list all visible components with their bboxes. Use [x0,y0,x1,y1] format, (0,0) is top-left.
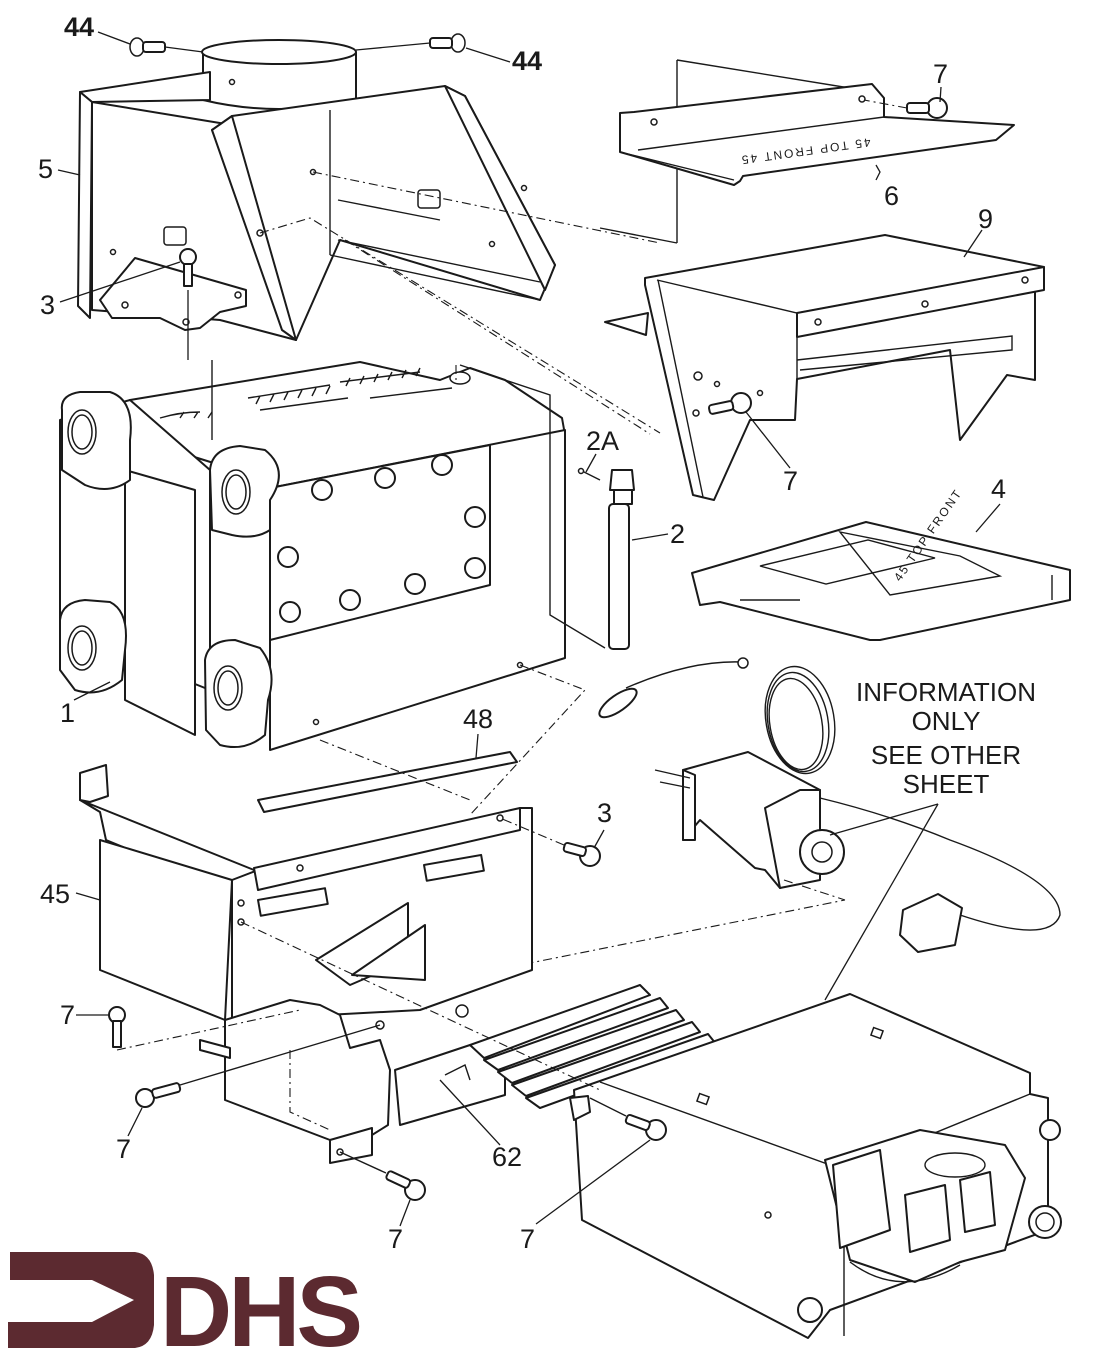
screw-7-left-a [108,1006,301,1051]
callouts: 44 44 5 3 7 6 9 7 2A 2 4 1 48 3 45 7 7 [38,12,1006,1254]
combustion-chamber-part-45 [79,764,533,1021]
information-only-note: INFORMATION ONLY SEE OTHER SHEET [856,677,1036,799]
screw-44-right [355,33,466,53]
note-line-2: ONLY [912,706,981,736]
dhs-logo: DHS [8,1252,363,1356]
note-line-1: INFORMATION [856,677,1036,707]
callout-4: 4 [991,474,1006,504]
callout-44-right: 44 [512,46,542,76]
baffle-tray-part-4: 45 TOP FRONT [691,486,1071,641]
callout-1: 1 [60,698,75,728]
callout-7-left-a: 7 [60,1000,75,1030]
control-thermostat [244,657,1061,1021]
callout-62: 62 [492,1142,522,1172]
assembly-line [344,239,651,435]
screw-7-baffle [707,392,752,415]
note-leader [829,803,939,836]
flue-hood-part-5 [77,39,556,341]
assembly-line [319,739,471,801]
callout-2A: 2A [586,426,619,456]
seal-strip-part-48 [257,751,518,813]
burner-tray-part-62 [199,999,506,1164]
assembly-line [312,171,661,244]
callout-5: 5 [38,154,53,184]
cover-bolts [277,454,486,623]
callout-7-bottom: 7 [388,1224,403,1254]
screw-3-top [179,248,197,360]
assembly-line [469,664,586,816]
callout-7-left-b: 7 [116,1134,131,1164]
callout-2: 2 [670,519,685,549]
screw-3-mid [499,817,601,867]
logo-text: DHS [160,1256,359,1356]
note-line-3: SEE OTHER [871,740,1021,770]
screw-7-top [863,97,948,119]
callout-7-top: 7 [933,59,948,89]
retaining-clip-part-2A [577,467,601,481]
callout-3-mid: 3 [597,798,612,828]
baffle-plate-part-6: 45 TOP FRONT 45 [599,59,1015,244]
thermostat-pocket-part-2 [608,469,635,650]
callout-45: 45 [40,879,70,909]
gas-valve [797,1119,1062,1323]
callout-7-burner: 7 [520,1224,535,1254]
screw-44-left [129,37,204,57]
screw-7-bottom [339,1151,426,1201]
callout-7-baffle: 7 [783,466,798,496]
baffle-assembly-part-9 [604,234,1045,501]
callout-3-top: 3 [40,290,55,320]
screw-7-left-b [135,1024,381,1108]
arrow-bracket-icon [8,1252,154,1348]
heat-exchanger-part-1 [59,361,606,751]
screw-7-burner [589,1097,667,1141]
assembly-line [259,217,661,434]
note-leader [824,803,939,1001]
callout-44-left: 44 [64,12,94,42]
callout-9: 9 [978,204,993,234]
callout-48: 48 [463,704,493,734]
assembly-line [240,921,601,1091]
note-line-4: SHEET [903,769,990,799]
callout-6: 6 [884,181,899,211]
